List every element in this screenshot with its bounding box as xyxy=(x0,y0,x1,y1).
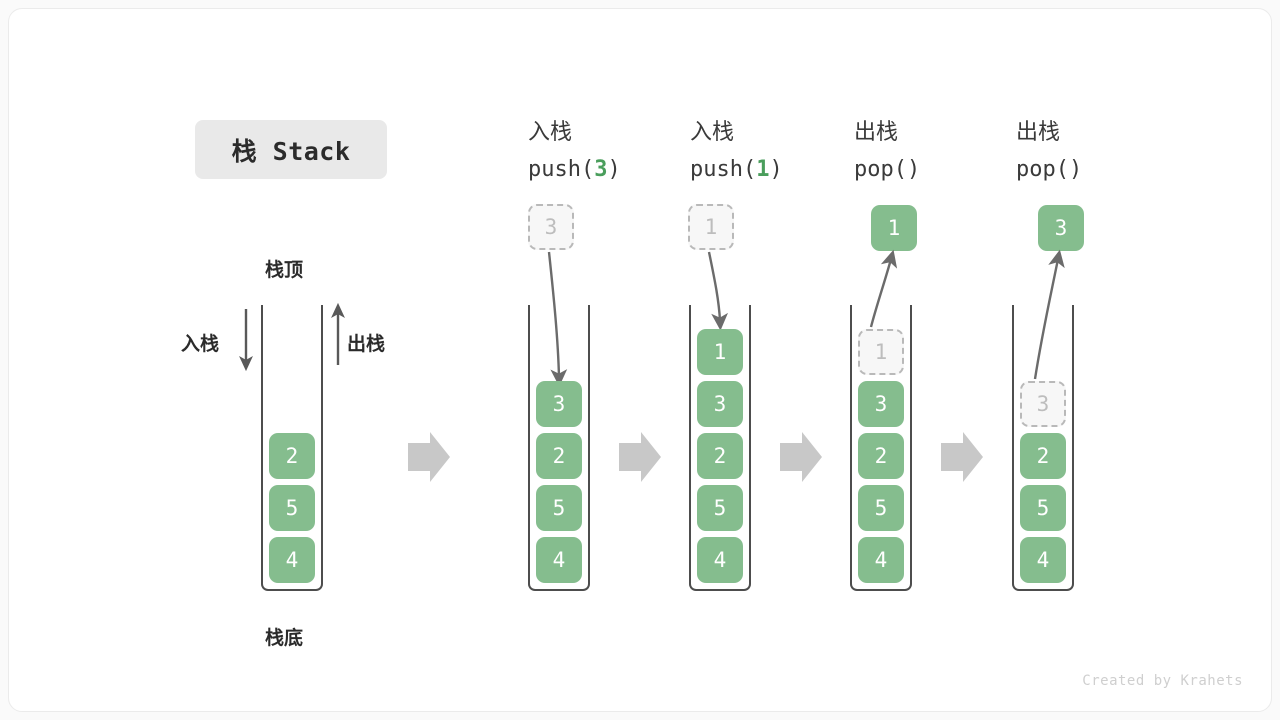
column-heading: 入栈 push(1) xyxy=(690,114,783,188)
stack-cell: 3 xyxy=(697,381,743,427)
call-close: ) xyxy=(607,157,621,182)
stack-cell: 5 xyxy=(1020,485,1066,531)
pop-side-label: 出栈 xyxy=(347,333,386,355)
call-name: push( xyxy=(528,157,595,182)
stack-cell: 2 xyxy=(858,433,904,479)
stack-cell: 4 xyxy=(269,537,315,583)
column-heading-call: push(3) xyxy=(528,151,621,188)
stack-cell: 2 xyxy=(536,433,582,479)
column-heading-operation: 入栈 xyxy=(528,120,573,145)
stack-cell: 5 xyxy=(269,485,315,531)
stack-cell: 2 xyxy=(697,433,743,479)
pop-arrow-2 xyxy=(1033,249,1065,380)
push-arrow-3 xyxy=(547,251,568,387)
watermark: Created by Krahets xyxy=(1082,673,1243,689)
side-arrows xyxy=(239,302,345,372)
stack-cell: 5 xyxy=(536,485,582,531)
stack-cell: 4 xyxy=(697,537,743,583)
stack-cell: 2 xyxy=(269,433,315,479)
stack-cell: 3 xyxy=(858,381,904,427)
stack-cell: 4 xyxy=(536,537,582,583)
vacated-slot: 1 xyxy=(858,329,904,375)
call-name: pop( xyxy=(1016,157,1069,182)
incoming-element: 3 xyxy=(528,204,574,250)
stack-container-initial xyxy=(261,305,323,591)
call-close: ) xyxy=(769,157,783,182)
flow-arrows xyxy=(408,432,983,482)
stack-top-label: 栈顶 xyxy=(265,259,304,281)
stack-container-push-3 xyxy=(528,305,590,591)
page-title: 栈 Stack xyxy=(195,120,387,179)
stack-bottom-label: 栈底 xyxy=(265,627,304,649)
column-heading-call: pop() xyxy=(1016,151,1082,188)
stack-cell: 4 xyxy=(1020,537,1066,583)
stack-cell: 2 xyxy=(1020,433,1066,479)
call-name: push( xyxy=(690,157,757,182)
stack-container-pop-2 xyxy=(1012,305,1074,591)
stack-container-pop-1 xyxy=(850,305,912,591)
popped-element: 3 xyxy=(1038,205,1084,251)
column-heading-call: push(1) xyxy=(690,151,783,188)
stack-cell: 4 xyxy=(858,537,904,583)
stack-cell: 3 xyxy=(536,381,582,427)
stack-cell: 5 xyxy=(697,485,743,531)
column-heading: 出栈 pop() xyxy=(1016,114,1082,188)
column-heading: 入栈 push(3) xyxy=(528,114,621,188)
call-close: ) xyxy=(1068,157,1083,182)
stack-cell: 5 xyxy=(858,485,904,531)
stack-cell: 1 xyxy=(697,329,743,375)
column-heading-operation: 入栈 xyxy=(690,120,735,145)
vacated-slot: 3 xyxy=(1020,381,1066,427)
column-heading-operation: 出栈 xyxy=(1016,120,1061,145)
call-argument: 3 xyxy=(594,157,608,182)
column-heading-call: pop() xyxy=(854,151,920,188)
call-name: pop( xyxy=(854,157,907,182)
column-heading-operation: 出栈 xyxy=(854,120,899,145)
column-heading: 出栈 pop() xyxy=(854,114,920,188)
popped-element: 1 xyxy=(871,205,917,251)
incoming-element: 1 xyxy=(688,204,734,250)
push-side-label: 入栈 xyxy=(181,333,220,355)
pop-arrow-1 xyxy=(869,249,898,328)
call-argument: 1 xyxy=(756,157,770,182)
stack-container-push-1 xyxy=(689,305,751,591)
push-arrow-1 xyxy=(707,251,729,331)
diagram-card: 栈 Stack 栈顶 入栈 出栈 2 5 4 栈底 xyxy=(8,8,1272,712)
call-close: ) xyxy=(906,157,921,182)
